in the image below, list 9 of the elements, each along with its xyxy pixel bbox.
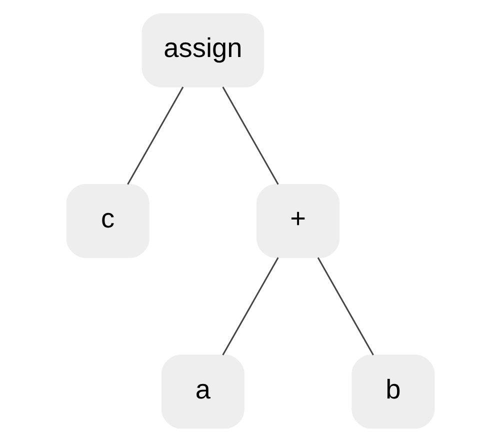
connector [126,86,184,185]
connector [316,257,374,356]
node-box: a [160,354,244,429]
connector [222,86,278,185]
node-box: + [256,184,340,258]
node-box: b [351,354,434,429]
connector [222,257,278,356]
node-box: c [66,184,149,258]
node-box: assign [141,13,264,88]
